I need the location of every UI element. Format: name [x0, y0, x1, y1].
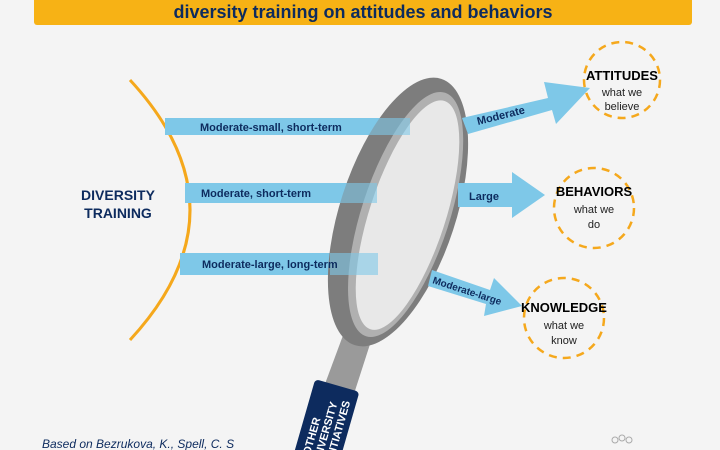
handle-grip: [294, 380, 359, 450]
magnifier-handle: [322, 330, 372, 400]
magnifier-lens: [327, 77, 469, 347]
behaviors-sub-1: what we: [573, 204, 614, 216]
knowledge-title: KNOWLEDGE: [521, 300, 607, 315]
input-bar-1-overlap: [365, 118, 410, 135]
input-bar-2: [185, 183, 377, 203]
source-citation: Based on Bezrukova, K., Spell, C. S: [42, 437, 234, 450]
behaviors-circle: [552, 166, 636, 250]
input-label-1: Moderate-small, short-term: [200, 122, 342, 134]
knowledge-sub-1: what we: [543, 320, 584, 332]
knowledge-sub-2: know: [551, 335, 577, 347]
output-arrow-behaviors: [458, 172, 545, 218]
title-banner: [34, 0, 692, 25]
output-arrow-attitudes: [462, 82, 590, 134]
training-arc: [128, 78, 192, 342]
input-bar-3-overlap: [330, 253, 378, 275]
input-label-2: Moderate, short-term: [201, 188, 311, 200]
title: diversity training on attitudes and beha…: [173, 2, 552, 22]
output-arrow-knowledge: [428, 270, 522, 316]
behaviors-sub-2: do: [588, 219, 600, 231]
attitudes-title: ATTITUDES: [586, 68, 658, 83]
attitudes-sub-1: what we: [601, 87, 642, 99]
input-label-3: Moderate-large, long-term: [202, 259, 338, 271]
input-bar-2-overlap: [340, 183, 377, 203]
input-bar-1: [165, 118, 413, 135]
attitudes-sub-2: believe: [605, 101, 640, 113]
attitudes-circle: [582, 40, 662, 120]
diversity-training-label: DIVERSITY: [81, 187, 156, 203]
logo: [611, 434, 633, 444]
handle-label-group: OTHER DIVERSITY INITIATIVES: [294, 380, 359, 450]
diversity-training-label-2: TRAINING: [84, 205, 152, 221]
output-label-behaviors: Large: [469, 191, 499, 203]
behaviors-title: BEHAVIORS: [556, 184, 633, 199]
knowledge-circle: [522, 276, 606, 360]
